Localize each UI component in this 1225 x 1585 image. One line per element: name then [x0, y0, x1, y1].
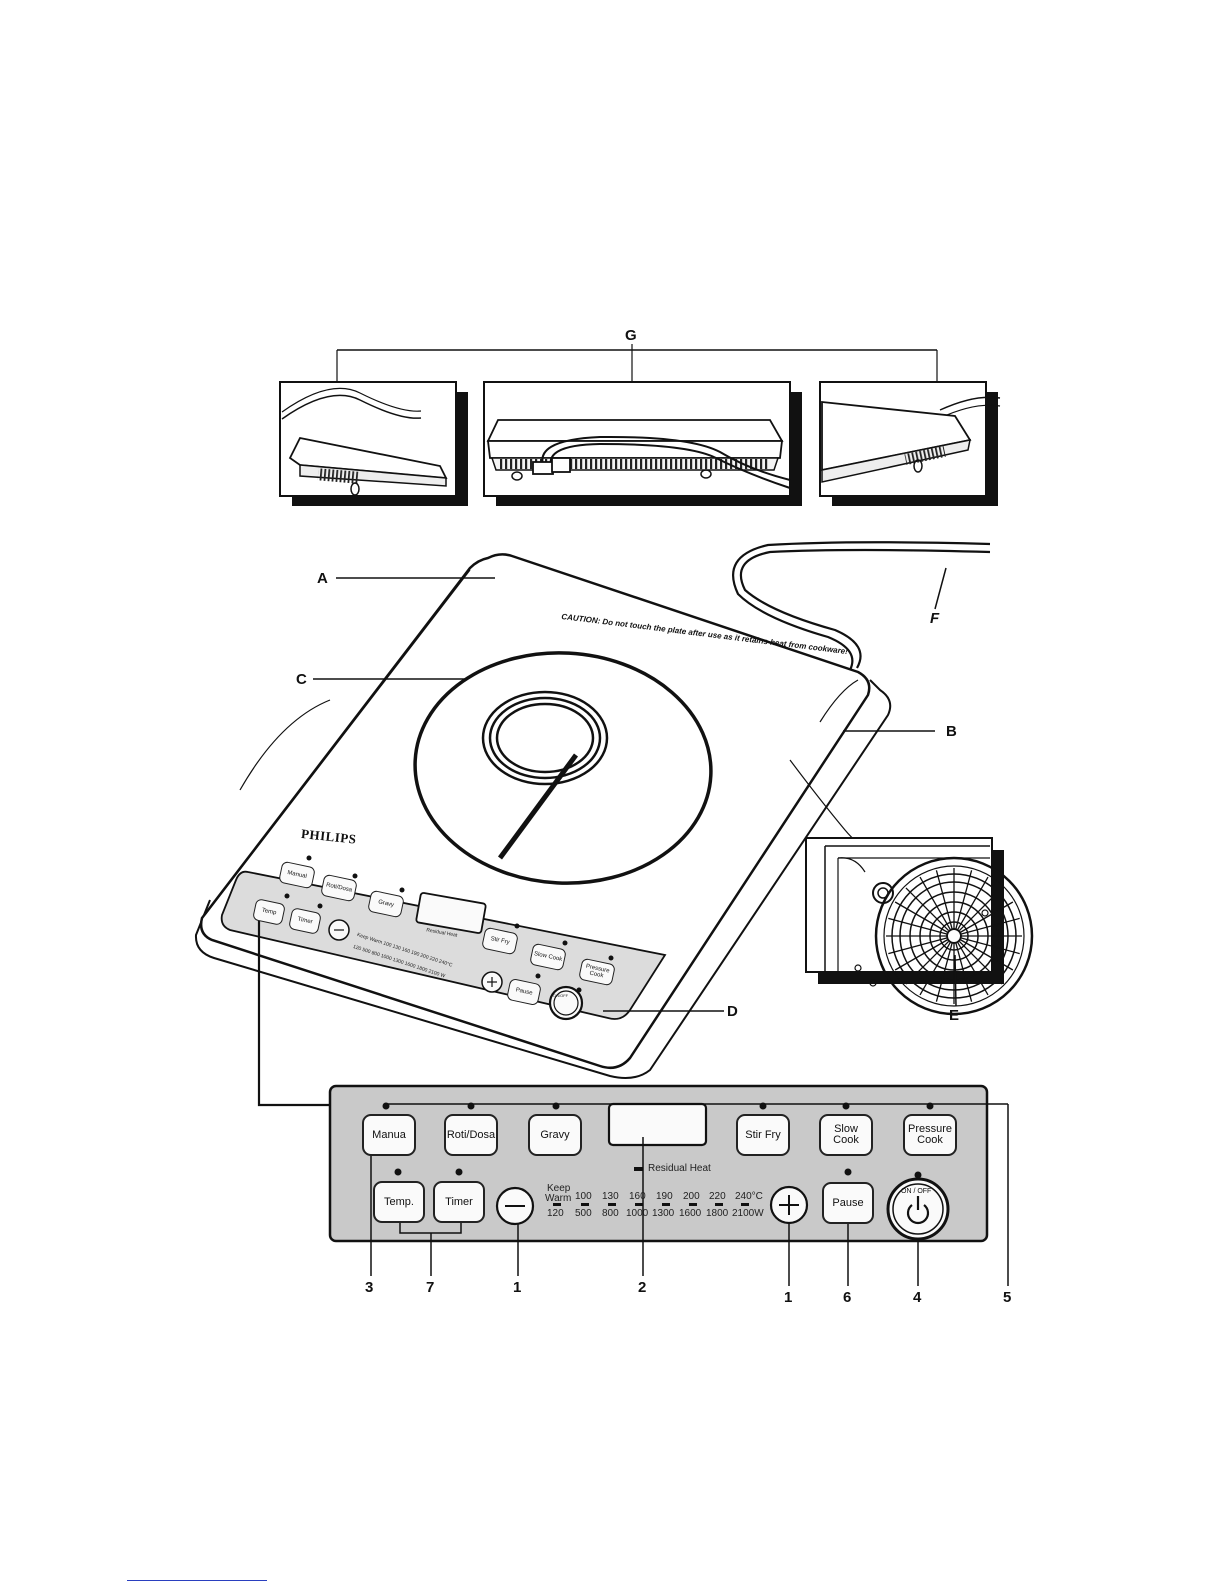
- residual-heat-label: Residual Heat: [648, 1163, 711, 1174]
- leader-lines: [257, 567, 1009, 1286]
- on-off-label: ON / OFF: [901, 1188, 932, 1195]
- temp-scale-100: 100: [575, 1191, 592, 1202]
- pressure-cook-label-1: Pressure: [907, 1123, 953, 1135]
- fan-grille-spoke: [959, 887, 1003, 931]
- callout-7: 7: [426, 1279, 435, 1296]
- fan-grille-spoke: [894, 939, 948, 971]
- timer-button[interactable]: Timer: [433, 1181, 485, 1223]
- temp-button[interactable]: Temp.: [373, 1181, 425, 1223]
- pressure-cook-button[interactable]: Pressure Cook: [903, 1114, 957, 1156]
- callout-e: E: [949, 1007, 960, 1024]
- callout-d: D: [727, 1003, 738, 1020]
- fan-grille-spoke: [960, 901, 1014, 933]
- fan-grille-spoke: [905, 887, 949, 931]
- fan-grille-spoke: [888, 917, 947, 935]
- fan-grille-spoke: [961, 937, 1020, 955]
- fan-grille-spoke: [894, 901, 948, 933]
- fan-grille-spoke: [919, 942, 951, 996]
- fan-grille-spoke: [935, 870, 953, 929]
- fan-grille-spoke: [957, 942, 989, 996]
- fan-grille-spoke: [955, 870, 973, 929]
- power-scale-120: 120: [547, 1208, 564, 1219]
- power-scale-800: 800: [602, 1208, 619, 1219]
- callout-a: A: [317, 570, 328, 587]
- pressure-cook-label-2: Cook: [917, 1134, 943, 1146]
- fan-grille-spoke: [888, 937, 947, 955]
- fan-grille-spoke: [961, 917, 1020, 935]
- temp-scale-warm: Warm: [545, 1193, 572, 1204]
- fan-view: [805, 837, 1034, 1016]
- callout-1-minus: 1: [513, 1279, 522, 1296]
- fan-grille-spoke: [905, 941, 949, 985]
- callout-3: 3: [365, 1279, 374, 1296]
- roti-dosa-button[interactable]: Roti/Dosa: [444, 1114, 498, 1156]
- vent-views: [279, 344, 1001, 506]
- fan-grille-spoke: [959, 941, 1003, 985]
- slow-cook-button[interactable]: Slow Cook: [819, 1114, 873, 1156]
- minus-button[interactable]: [497, 1188, 533, 1224]
- callout-1-plus: 1: [784, 1289, 793, 1306]
- power-scale-1300: 1300: [652, 1208, 675, 1219]
- level-indicator-dash: [608, 1203, 616, 1206]
- level-indicator-dash: [662, 1203, 670, 1206]
- manual-button[interactable]: Manua: [362, 1114, 416, 1156]
- fan-grille-spoke: [955, 943, 973, 1002]
- mini-panel-shapes: [328, 892, 584, 1021]
- stir-fry-button[interactable]: Stir Fry: [736, 1114, 790, 1156]
- mini-onoff-label: ON/OFF: [553, 993, 569, 998]
- callout-4: 4: [913, 1289, 922, 1306]
- level-indicator-dash: [741, 1203, 749, 1206]
- level-indicator-dash: [635, 1203, 643, 1206]
- temp-scale-keep: Keep: [547, 1183, 571, 1194]
- on-off-button[interactable]: [888, 1179, 948, 1239]
- temp-scale-190: 190: [656, 1191, 673, 1202]
- power-scale-1600: 1600: [679, 1208, 702, 1219]
- callout-6: 6: [843, 1289, 852, 1306]
- power-scale-2100w: 2100W: [732, 1208, 764, 1219]
- level-indicator-dash: [553, 1203, 561, 1206]
- fan-grille-spoke: [960, 939, 1014, 971]
- level-indicator-dash: [689, 1203, 697, 1206]
- temp-scale-200: 200: [683, 1191, 700, 1202]
- level-indicator-dash: [715, 1203, 723, 1206]
- fan-grille-spoke: [919, 876, 951, 930]
- panel-leds: [382, 1102, 934, 1179]
- power-scale-500: 500: [575, 1208, 592, 1219]
- plus-button[interactable]: [771, 1187, 807, 1223]
- fan-grille-spoke: [957, 876, 989, 930]
- callout-2: 2: [638, 1279, 647, 1296]
- temp-scale-220: 220: [709, 1191, 726, 1202]
- callout-b: B: [946, 723, 957, 740]
- temp-scale-240: 240°C: [735, 1191, 763, 1202]
- callout-5: 5: [1003, 1289, 1012, 1306]
- gravy-button[interactable]: Gravy: [528, 1114, 582, 1156]
- callout-f: F: [930, 610, 940, 627]
- power-scale-1800: 1800: [706, 1208, 729, 1219]
- cooktop-illustration: [194, 541, 991, 1079]
- temp-scale-130: 130: [602, 1191, 619, 1202]
- pause-button[interactable]: Pause: [822, 1182, 874, 1224]
- fan-grille-spoke: [935, 943, 953, 1002]
- display-window: [609, 1104, 706, 1145]
- callout-g: G: [625, 327, 637, 344]
- temp-scale-160: 160: [629, 1191, 646, 1202]
- footer-link-underline: [127, 1580, 267, 1581]
- level-indicator-dash: [581, 1203, 589, 1206]
- power-scale-1000: 1000: [626, 1208, 649, 1219]
- callout-c: C: [296, 671, 307, 688]
